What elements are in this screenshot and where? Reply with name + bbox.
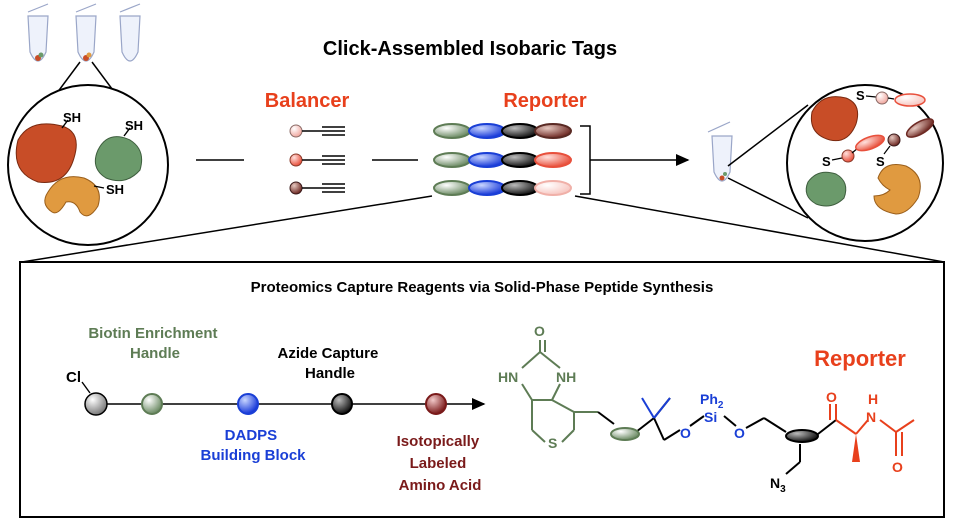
balancer-alkynes [289,124,345,195]
reporter-bracket [580,125,591,195]
protein-green [805,171,847,207]
tube-icon [119,3,141,62]
atom-n3: N3 [770,475,786,495]
atom-si: Si [704,409,717,425]
synthesis-panel [19,261,945,518]
atom-nh: NH [556,369,576,385]
tube-icon [27,3,49,62]
atom-o: O [826,389,837,405]
atom-n: N [866,409,876,425]
atom-ph2: Ph2 [700,391,724,411]
balancer-alkyne [289,153,345,167]
sh-label: SH [63,110,81,125]
biotin-bead [141,393,163,415]
azide-label: Azide Capture Handle [277,345,382,382]
chemical-structure: O NH HN S O Si Ph2 O [498,323,915,495]
s-label: S [876,154,885,169]
cl-label: Cl [66,369,81,386]
biotin-label: Biotin Enrichment Handle [88,325,221,362]
amino-acid-bead [425,393,447,415]
protein-orange [873,164,921,215]
reporter-string [433,180,572,196]
atom-hn: HN [498,369,518,385]
reporter-label-panel: Reporter [814,346,906,371]
atom-o: O [734,425,745,441]
protein-circle-left: SH SH SH [7,84,169,246]
panel-heading: Proteomics Capture Reagents via Solid-Ph… [251,279,714,296]
main-title: Click-Assembled Isobaric Tags [323,38,617,60]
resin-bead [84,392,108,416]
linker-bead [610,427,640,441]
balancer-label: Balancer [265,90,350,112]
dadps-bead [237,393,259,415]
balancer-alkyne [289,181,345,195]
protein-orange [44,176,100,217]
pooled-tube-icon [707,121,733,182]
protein-green [94,136,143,182]
reporter-string [433,123,572,139]
s-label: S [822,154,831,169]
atom-h: H [868,391,878,407]
azide-bead [331,393,353,415]
sh-label: SH [125,118,143,133]
atom-o: O [534,323,545,339]
dadps-label: DADPS Building Block [201,427,307,464]
linker-bead [785,429,819,443]
protein-red [810,96,859,142]
sh-label: SH [106,182,124,197]
reporter-string [433,152,572,168]
atom-o: O [892,459,903,475]
reporter-bead-strings [433,123,572,196]
tube-icon [75,3,97,62]
isotopic-label: Isotopically Labeled Amino Acid [397,433,484,494]
protein-red [15,123,77,183]
reporter-label-top: Reporter [503,90,587,112]
balancer-alkyne [289,124,345,138]
atom-o: O [680,425,691,441]
protein-circle-right: S S S [786,84,944,242]
s-label: S [856,88,865,103]
sample-tubes [27,3,141,62]
atom-s: S [548,435,557,451]
